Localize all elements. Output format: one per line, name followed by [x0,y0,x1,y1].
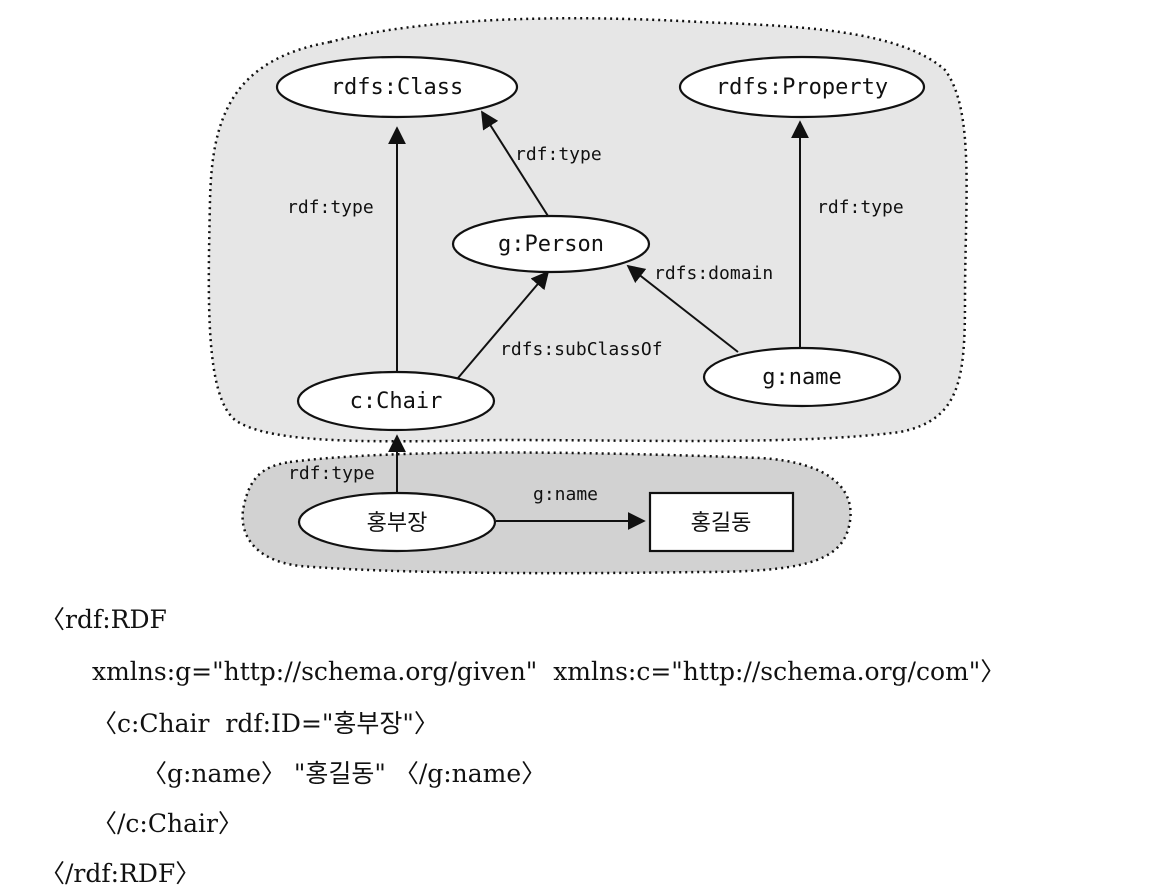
svg-text:g:Person: g:Person [498,232,604,257]
node-g-name: g:name [702,346,902,408]
code-line-5: 〈/c:Chair〉 [92,809,243,838]
edge-name-to-person [626,264,739,353]
node-rdfs-property: rdfs:Property [678,55,926,119]
code-line-4: 〈g:name〉 "홍길동" 〈/g:name〉 [142,759,547,788]
node-hong-gildong-literal: 홍길동 [648,491,795,553]
node-hong-bujang: 홍부장 [297,491,497,553]
svg-text:g:name: g:name [762,365,841,390]
node-rdfs-class: rdfs:Class [275,55,519,119]
edge-person-to-class [481,110,549,217]
node-g-person: g:Person [451,214,651,274]
svg-text:c:Chair: c:Chair [350,389,443,414]
code-line-6: 〈/rdf:RDF〉 [40,859,201,888]
label-name-type: rdf:type [817,197,904,218]
svg-text:홍부장: 홍부장 [367,511,428,536]
svg-text:rdfs:Class: rdfs:Class [331,75,463,100]
label-domain: rdfs:domain [654,263,773,284]
label-subclass: rdfs:subClassOf [500,339,663,360]
svg-text:홍길동: 홍길동 [691,511,752,536]
label-instance-type: rdf:type [288,463,375,484]
code-line-2: xmlns:g="http://schema.org/given" xmlns:… [92,657,1006,686]
label-chair-type: rdf:type [287,197,374,218]
code-line-1: 〈rdf:RDF [40,605,167,634]
code-line-3: 〈c:Chair rdf:ID="홍부장"〉 [92,709,439,738]
node-c-chair: c:Chair [296,370,496,432]
label-person-type: rdf:type [515,144,602,165]
svg-text:rdfs:Property: rdfs:Property [716,75,888,100]
edge-chair-to-person [457,270,550,379]
label-instance-name: g:name [533,484,598,505]
rdf-diagram: rdf:type rdf:type rdf:type rdfs:domain r… [207,17,968,575]
